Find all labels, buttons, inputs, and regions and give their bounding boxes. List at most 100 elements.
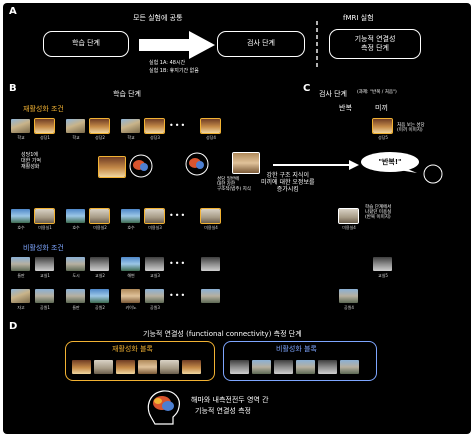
learning-phase-box: 학습 단계	[43, 31, 129, 57]
caption: 교실1	[40, 273, 50, 278]
thumb-classroom-1	[35, 257, 54, 271]
thumb-misc-1	[11, 289, 30, 303]
block-thumb	[94, 360, 113, 374]
delay-1b: 실험 1B: 휴지기간 없음	[149, 68, 199, 74]
thumb-cathedral-2	[89, 118, 110, 134]
caption: 교실2	[95, 273, 105, 278]
block-thumb	[72, 360, 91, 374]
thumb-repeat-park	[339, 289, 358, 303]
caption: 공원3	[150, 305, 160, 310]
thumb-park-3	[145, 289, 164, 303]
block-thumb	[252, 360, 271, 374]
thumb-school-2	[66, 119, 85, 133]
brain-head-icon	[185, 152, 209, 176]
thumb-school-3	[121, 119, 140, 133]
block-thumb	[116, 360, 135, 374]
learning-phase-label: 학습 단계	[72, 39, 100, 48]
ellipsis: •••	[169, 121, 187, 130]
caption: 호수	[72, 225, 80, 230]
thumb-lake-2	[66, 209, 85, 223]
fc-phase-label-2: 측정 단계	[361, 44, 389, 52]
thumb-generic-cathedral	[232, 152, 260, 174]
caption: 미용실2	[93, 225, 107, 230]
thumb-repeat-salon	[338, 208, 359, 224]
caption: 도시	[72, 273, 80, 278]
thumb-cathedral-1	[34, 118, 55, 134]
block-thumb	[296, 360, 315, 374]
bottom-line-1: 해마와 내측전전두 영역 간	[191, 396, 269, 404]
thumb-lure-classroom	[373, 257, 392, 271]
thumb-lake-1	[11, 209, 30, 223]
thumb-lake-3	[121, 209, 140, 223]
lure-note: 처음 보는 성당 (미끼 이미지)	[397, 123, 425, 134]
common-title: 모든 실험에 공통	[133, 14, 183, 22]
caption: 공원4	[344, 305, 354, 310]
caption: 미용실3	[148, 225, 162, 230]
thumb-classroom-4	[201, 257, 220, 271]
thumb-lure-cathedral	[372, 118, 393, 134]
thumb-salon-3	[144, 208, 165, 224]
ellipsis: •••	[169, 291, 187, 300]
caption: 호수	[17, 225, 25, 230]
thumb-park-1	[35, 289, 54, 303]
caption: 공원2	[95, 305, 105, 310]
fc-phase-label-1: 기능적 연결성	[354, 34, 396, 43]
caption: 해변	[127, 273, 135, 278]
caption: 학교	[72, 135, 80, 140]
thumb-salon-2	[89, 208, 110, 224]
thumb-field-1	[11, 257, 30, 271]
head-icon	[423, 164, 443, 184]
non-reactivation-block: 비활성화 블록	[223, 341, 377, 381]
caption: 성당1	[40, 135, 50, 140]
block-thumb	[138, 360, 157, 374]
thumb-cathedral-3	[144, 118, 165, 134]
thumb-school-1	[11, 119, 30, 133]
thumb-casino-1	[121, 289, 140, 303]
ellipsis: •••	[169, 259, 187, 268]
ellipsis: •••	[169, 211, 187, 220]
figure-frame: A 모든 실험에 공통 fMRI 실험 학습 단계 검사 단계 기능적 연결성 …	[3, 3, 471, 434]
reactivation-block-label: 재활성화 블록	[112, 345, 153, 353]
caption: 공원1	[40, 305, 50, 310]
speech-bubble	[361, 152, 419, 173]
brain-head-icon	[129, 154, 153, 178]
thumb-park-4	[201, 289, 220, 303]
caption: 교실5	[378, 273, 388, 278]
delay-1a: 실험 1A: 48시간	[149, 60, 186, 66]
reactivation-condition-label: 재활성화 조건	[23, 105, 64, 113]
brain-head-icon	[147, 390, 180, 425]
block-thumb	[230, 360, 249, 374]
speech-text: "반복!"	[378, 158, 402, 166]
section-label-c: C	[303, 83, 311, 94]
memory-note: 성당1에 대한 기억 재활성화	[21, 152, 41, 170]
thumb-beach-1	[121, 257, 140, 271]
caption: 성당2	[95, 135, 105, 140]
reactivation-block: 재활성화 블록	[65, 341, 215, 381]
bottom-line-2: 기능적 연결성 측정	[195, 407, 251, 415]
caption: 미용실4	[204, 225, 218, 230]
fmri-title: fMRI 실험	[343, 14, 374, 22]
col-lure: 미끼	[375, 104, 388, 112]
caption: 자고	[17, 305, 25, 310]
thumb-classroom-3	[145, 257, 164, 271]
fc-phase-box: 기능적 연결성 측정 단계	[329, 29, 421, 59]
caption: 교실3	[150, 273, 160, 278]
caption: 키이노	[125, 305, 137, 310]
caption: 들판	[72, 305, 80, 310]
section-label-b: B	[9, 83, 17, 94]
non-reactivation-block-label: 비활성화 블록	[276, 345, 317, 353]
caption: 학교	[127, 135, 135, 140]
thumb-park-2	[90, 289, 109, 303]
thumb-city-1	[66, 257, 85, 271]
block-thumb	[318, 360, 337, 374]
thumb-classroom-2	[90, 257, 109, 271]
caption: 미용실1	[38, 225, 52, 230]
thumb-salon-1	[34, 208, 55, 224]
progression-arrow	[139, 31, 215, 59]
salon-note: 학습 단계에서 나왔던 미용실 (반복 이미지)	[365, 205, 392, 221]
test-title: 검사 단계	[319, 90, 347, 98]
caption: 학교	[17, 135, 25, 140]
col-repeat: 반복	[339, 104, 352, 112]
thumb-recalled-cathedral	[98, 156, 126, 178]
mid-arrow-text: 강한 구조 지식이 미끼에 대한 오정보를 증가시킴	[261, 172, 315, 193]
